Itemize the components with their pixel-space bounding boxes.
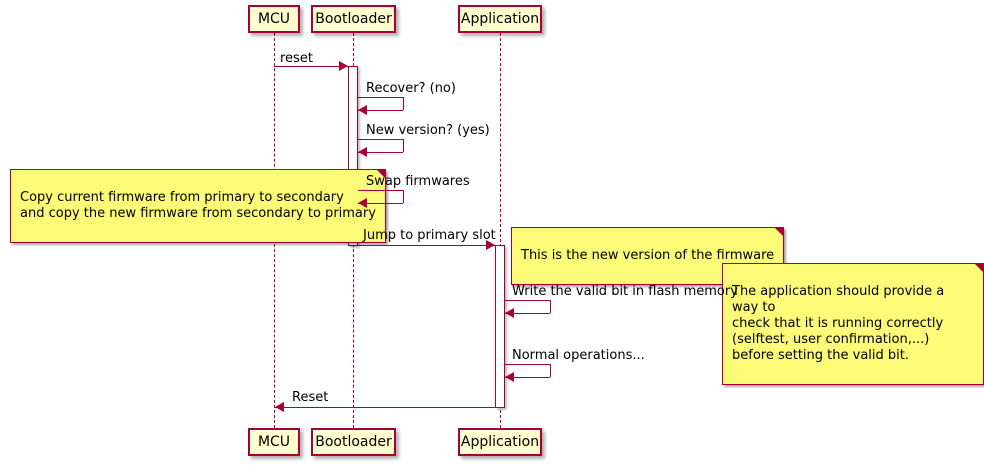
self-message-line-recover [358,110,403,111]
note-valid-bit-text: The application should provide a way to … [732,284,945,363]
self-message-line-swap [358,203,403,204]
message-label-swap: Swap firmwares [366,174,470,189]
self-message-line-write-valid [505,313,550,314]
participant-bootloader-label: Bootloader [315,434,392,450]
self-message-line-swap [403,190,404,203]
activation-bar-application [495,245,505,408]
self-message-line-new-version [358,152,403,153]
note-new-firmware: This is the new version of the firmware [511,227,785,285]
message-label-write-valid: Write the valid bit in flash memory [512,284,738,299]
arrowhead-left-icon [505,372,514,382]
note-new-firmware-text: This is the new version of the firmware [521,248,775,263]
note-fold-icon [974,263,984,273]
self-message-line-recover [358,97,403,98]
arrowhead-left-icon [358,147,367,157]
message-line-jump [358,245,495,246]
participant-bootloader-label: Bootloader [315,11,392,27]
message-label-reset: reset [280,51,313,66]
self-message-line-normal-ops [505,364,550,365]
arrowhead-right-icon [486,240,495,250]
participant-application-label: Application [460,11,540,27]
self-message-line-new-version [403,139,404,152]
self-message-line-new-version [358,139,403,140]
arrowhead-left-icon [358,198,367,208]
participant-application-label: Application [460,434,540,450]
participant-mcu-label: MCU [257,11,291,27]
arrowhead-right-icon [339,61,348,71]
self-message-line-normal-ops [550,364,551,377]
arrowhead-left-icon [505,308,514,318]
activation-bar-bootloader [348,66,358,246]
self-message-line-recover [403,97,404,110]
message-line-reset-back [275,407,495,408]
message-line-reset [274,66,348,67]
note-copy-firmware: Copy current firmware from primary to se… [10,169,386,243]
participant-mcu-label: MCU [257,434,291,450]
note-fold-icon [375,169,386,179]
participant-application-bottom: Application [458,428,542,456]
arrowhead-left-icon [358,105,367,115]
note-fold-icon [774,227,785,237]
self-message-line-normal-ops [505,377,550,378]
note-valid-bit: The application should provide a way to … [722,263,984,385]
participant-mcu-bottom: MCU [248,428,300,456]
note-copy-firmware-text: Copy current firmware from primary to se… [20,190,376,221]
lifeline-application [500,33,501,428]
arrowhead-left-icon [275,402,284,412]
participant-application-top: Application [458,5,542,33]
message-label-jump: Jump to primary slot [363,228,496,243]
self-message-line-swap [358,190,403,191]
participant-bootloader-top: Bootloader [311,5,396,33]
self-message-line-write-valid [550,300,551,313]
message-label-reset-back: Reset [292,390,329,405]
participant-mcu-top: MCU [248,5,300,33]
participant-bootloader-bottom: Bootloader [311,428,396,456]
self-message-line-write-valid [505,300,550,301]
message-label-recover: Recover? (no) [366,81,456,96]
message-label-new-version: New version? (yes) [366,123,490,138]
message-label-normal-ops: Normal operations... [512,348,645,363]
